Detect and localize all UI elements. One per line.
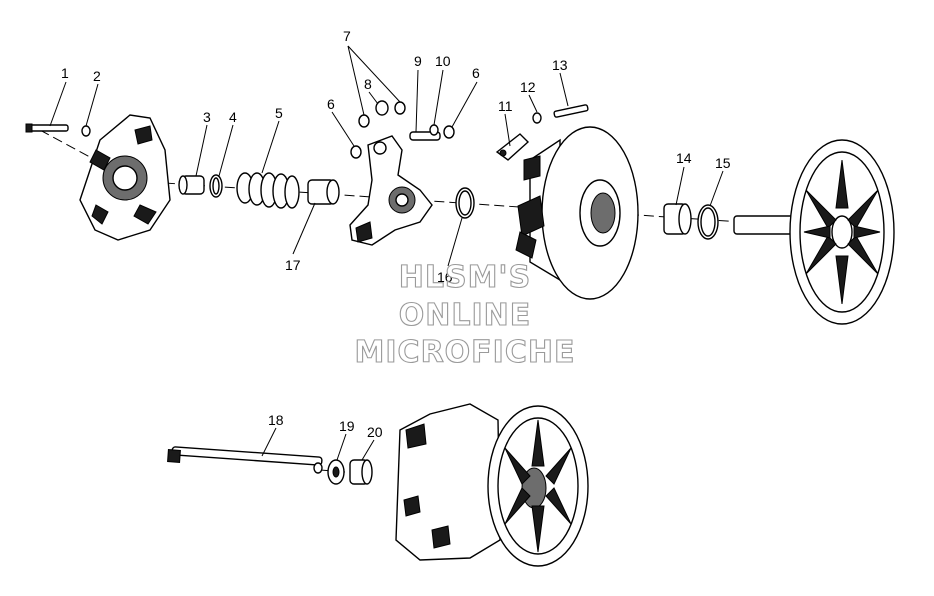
- callout-11: 11: [498, 98, 513, 114]
- part-6-roller-left[interactable]: [350, 145, 362, 159]
- callout-1: 1: [61, 65, 69, 81]
- callout-2: 2: [93, 68, 101, 84]
- callout-10: 10: [435, 53, 451, 69]
- callout-9: 9: [414, 53, 422, 69]
- part-1-bolt[interactable]: [25, 123, 69, 133]
- part-20-bushing[interactable]: [349, 459, 373, 485]
- watermark-line-1: HLSM'S: [399, 260, 531, 295]
- leader-lines: [49, 45, 724, 461]
- part-16-o-ring[interactable]: [455, 187, 475, 219]
- callout-20: 20: [367, 424, 383, 440]
- callout-14: 14: [676, 150, 692, 166]
- callout-6-right: 6: [472, 65, 480, 81]
- callout-15: 15: [715, 155, 731, 171]
- part-10-washer[interactable]: [429, 124, 439, 136]
- callout-19: 19: [339, 418, 355, 434]
- assembled-clutch[interactable]: [395, 403, 589, 567]
- part-8-roller[interactable]: [358, 100, 406, 128]
- part-14-bushing[interactable]: [663, 203, 692, 235]
- callout-16: 16: [437, 269, 453, 285]
- part-19-washer[interactable]: [327, 459, 345, 485]
- cover-plate[interactable]: [79, 114, 171, 241]
- callout-6-left: 6: [327, 96, 335, 112]
- callout-13: 13: [552, 57, 568, 73]
- callout-4: 4: [229, 109, 237, 125]
- watermark-line-2: ONLINE: [399, 298, 532, 333]
- part-17-sleeve[interactable]: [307, 179, 340, 205]
- moveable-sheave[interactable]: [515, 126, 639, 300]
- part-18-long-bolt[interactable]: [167, 446, 323, 474]
- callout-18: 18: [268, 412, 284, 428]
- watermark: HLSM'S ONLINE MICROFICHE: [354, 259, 576, 370]
- fixed-sheave[interactable]: [733, 139, 895, 325]
- part-5-spring[interactable]: [236, 172, 300, 209]
- callout-5: 5: [275, 105, 283, 121]
- part-12-nut[interactable]: [532, 112, 542, 124]
- part-3-bushing[interactable]: [178, 175, 205, 195]
- part-6-roller-right[interactable]: [443, 125, 455, 139]
- callout-labels: 1 2 3 4 5 6 7 8 9 10 6 11 12 13 14 15 16…: [61, 28, 731, 440]
- callout-17: 17: [285, 257, 301, 273]
- callout-3: 3: [203, 109, 211, 125]
- part-15-ring[interactable]: [697, 204, 719, 240]
- callout-12: 12: [520, 79, 536, 95]
- watermark-line-3: MICROFICHE: [355, 335, 576, 370]
- callout-7: 7: [343, 28, 351, 44]
- part-2-washer[interactable]: [81, 125, 91, 137]
- part-13-bolt[interactable]: [553, 104, 589, 118]
- spider-assembly[interactable]: [349, 135, 433, 246]
- part-11-weight[interactable]: [495, 133, 530, 161]
- callout-8: 8: [364, 76, 372, 92]
- part-4-ring[interactable]: [209, 174, 223, 198]
